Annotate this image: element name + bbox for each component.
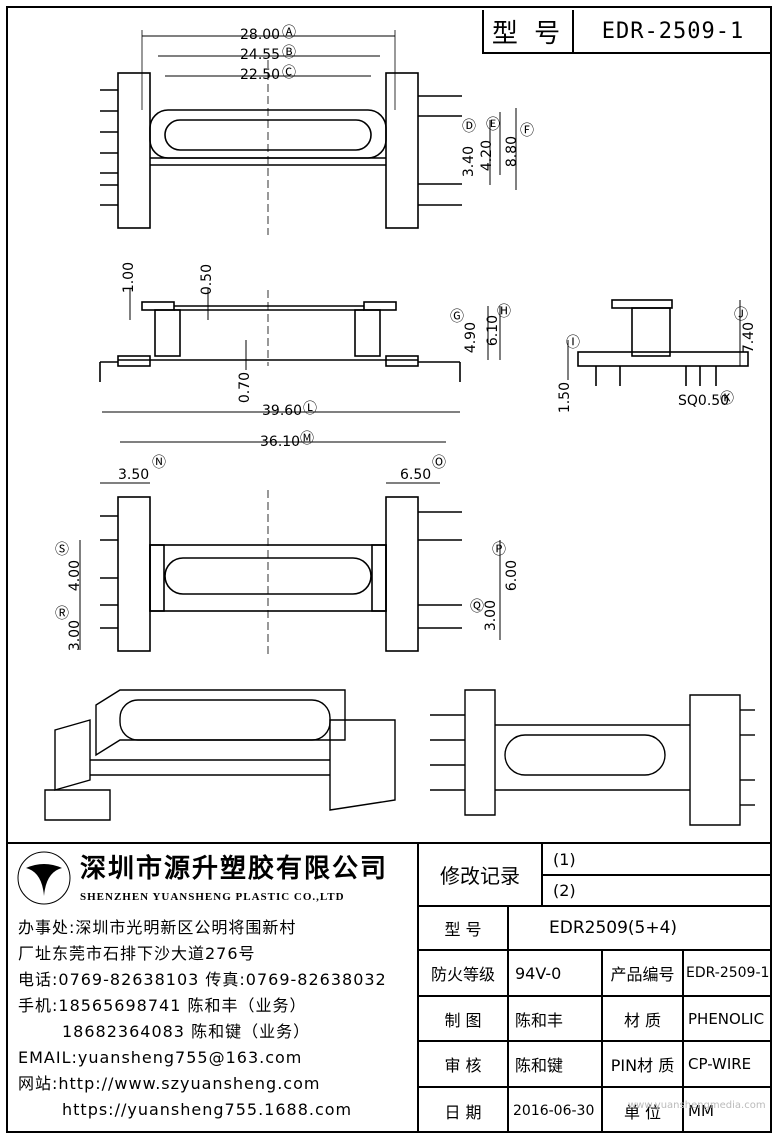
dim-o: 6.50: [400, 467, 432, 483]
company-website: 网站:http://www.szyuansheng.com: [18, 1074, 321, 1093]
reviewed-by-label: 审 核: [444, 1056, 482, 1075]
company-office: 办事处:深圳市光明新区公明将围新村: [18, 918, 297, 937]
dim-i: 1.50: [557, 382, 573, 414]
model-value: EDR2509(5+4): [549, 918, 678, 938]
pin-material-value: CP-WIRE: [688, 1055, 752, 1073]
dim-r-tag: Ⓡ: [55, 606, 69, 622]
bottom-view: [79, 441, 501, 658]
title-block: 型 号 EDR-2509-1: [482, 10, 772, 54]
date-value: 2016-06-30: [513, 1102, 595, 1119]
watermark: www.yuanshengmedia.com: [628, 1100, 766, 1111]
dim-half: 0.50: [199, 264, 215, 296]
top-view: [100, 30, 517, 235]
dim-f: 8.80: [504, 136, 520, 168]
dim-j: 7.40: [741, 322, 757, 354]
dim-d-tag: Ⓓ: [462, 119, 476, 135]
dim-r: 3.00: [67, 620, 83, 652]
end-view: [567, 299, 749, 386]
company-mobile2: 18682364083 陈和键（业务）: [62, 1022, 311, 1041]
dim-n: 3.50: [118, 467, 150, 483]
company-mobile1: 手机:18565698741 陈和丰（业务）: [18, 996, 307, 1015]
dim-h: 6.10: [485, 315, 501, 347]
dim-c-tag: Ⓒ: [282, 65, 296, 81]
dim-c: 22.50: [240, 67, 281, 83]
dim-q: 3.00: [483, 600, 499, 632]
dim-i-tag: Ⓘ: [566, 335, 580, 351]
revision-label: 修改记录: [440, 864, 520, 888]
date-label: 日 期: [444, 1102, 482, 1122]
dim-o-tag: Ⓞ: [432, 455, 446, 471]
title-block-label: 型 号: [484, 10, 574, 52]
product-no-label: 产品编号: [610, 965, 675, 984]
dim-g-tag: Ⓖ: [450, 309, 464, 325]
dim-k: SQ0.50: [678, 393, 730, 409]
company-name-en: SHENZHEN YUANSHENG PLASTIC CO.,LTD: [80, 891, 345, 903]
dim-s: 4.00: [67, 560, 83, 592]
drawing-frame: [6, 6, 772, 1133]
dim-f-tag: Ⓕ: [520, 123, 534, 139]
fire-rating-label: 防火等级: [430, 965, 495, 984]
dim-b-tag: Ⓑ: [282, 45, 296, 61]
product-no-value: EDR-2509-1: [686, 965, 770, 981]
company-store: https://yuansheng755.1688.com: [62, 1100, 353, 1119]
dim-h-tag: Ⓗ: [497, 304, 511, 320]
dim-j-tag: Ⓙ: [734, 307, 748, 323]
dim-b: 24.55: [240, 47, 281, 63]
dim-e-tag: Ⓔ: [486, 117, 500, 133]
dim-g: 4.90: [463, 322, 479, 354]
dim-m: 36.10: [260, 434, 301, 450]
material-label: 材 质: [623, 1010, 662, 1030]
dim-l-tag: Ⓛ: [303, 401, 317, 417]
dim-s-tag: Ⓢ: [55, 542, 69, 558]
drawn-by-value: 陈和丰: [515, 1010, 564, 1030]
dim-p-tag: Ⓟ: [492, 542, 506, 558]
title-block-model: EDR-2509-1: [601, 18, 745, 44]
dim-n-tag: Ⓝ: [152, 455, 166, 471]
company-logo-icon: [17, 851, 71, 905]
fire-rating-value: 94V-0: [515, 963, 562, 983]
side-view: [99, 288, 501, 413]
company-phone: 电话:0769-82638103 传真:0769-82638032: [18, 970, 387, 989]
unit-label: 单 位: [623, 1102, 662, 1122]
dim-gap: 0.70: [237, 372, 253, 404]
dim-e: 4.20: [479, 140, 495, 172]
dim-one: 1.00: [121, 262, 137, 294]
material-value: PHENOLIC: [688, 1009, 765, 1028]
reviewed-by-value: 陈和键: [515, 1056, 564, 1075]
dim-a: 28.00: [240, 27, 281, 43]
company-factory: 厂址东莞市石排下沙大道276号: [18, 944, 256, 963]
technical-drawing: [44, 30, 755, 826]
dim-d: 3.40: [461, 146, 477, 178]
dim-m-tag: Ⓜ: [300, 431, 314, 447]
divider: [417, 844, 419, 1133]
dim-q-tag: Ⓠ: [470, 599, 484, 615]
drawn-by-label: 制 图: [444, 1010, 482, 1030]
isometric-view-right: [430, 689, 755, 826]
dim-l: 39.60: [262, 403, 303, 419]
company-email: EMAIL:yuansheng755@163.com: [18, 1048, 303, 1067]
pin-material-label: PIN材 质: [610, 1056, 675, 1075]
company-name-cn: 深圳市源升塑胶有限公司: [80, 854, 389, 884]
model-label: 型 号: [444, 920, 482, 939]
isometric-view-left: [44, 689, 396, 821]
dim-k-tag: Ⓚ: [720, 391, 734, 407]
dim-a-tag: Ⓐ: [282, 25, 296, 41]
unit-value: MM: [688, 1101, 714, 1120]
info-block: 深圳市源升塑胶有限公司 SHENZHEN YUANSHENG PLASTIC C…: [8, 842, 770, 1133]
dim-p: 6.00: [504, 560, 520, 592]
revision-2: (2): [553, 881, 576, 900]
revision-1: (1): [553, 849, 576, 869]
